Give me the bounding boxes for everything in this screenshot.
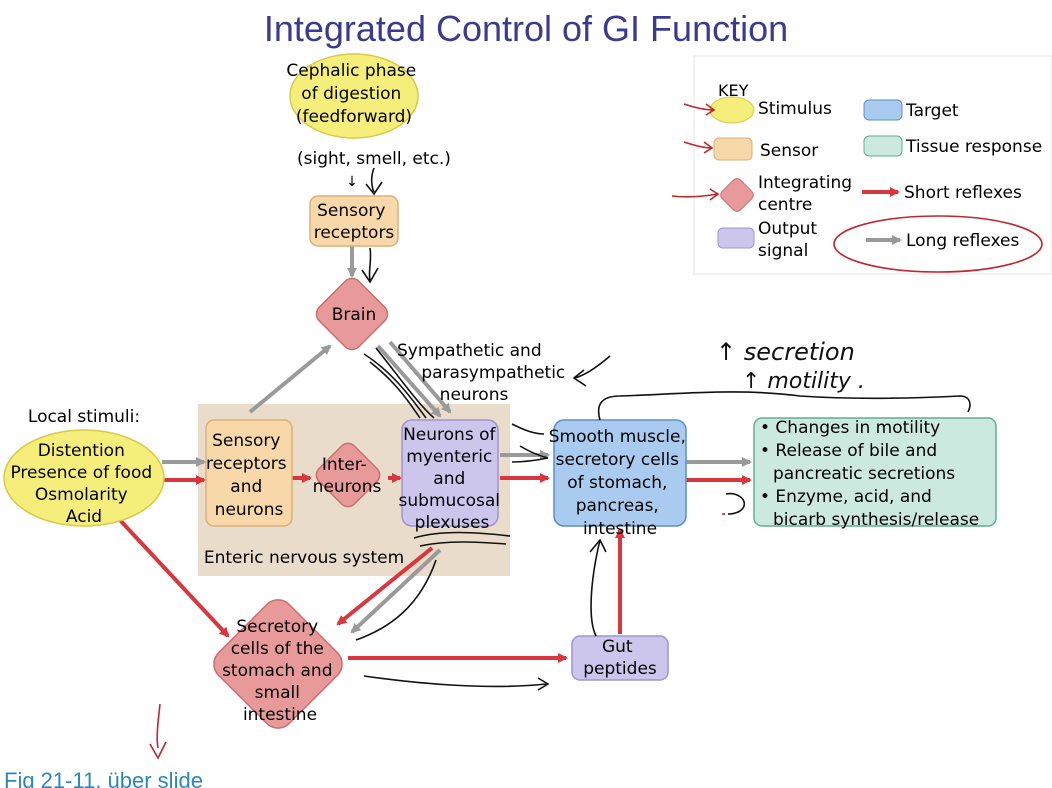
brain-label: Brain xyxy=(332,305,377,325)
legend-tissue-swatch xyxy=(863,135,903,157)
interneurons-diamond xyxy=(315,442,381,508)
legend-stimulus-swatch xyxy=(709,96,755,124)
legend-tissue: Tissue response xyxy=(905,137,1042,157)
legend-target: Target xyxy=(905,101,959,121)
ink-arrow-top xyxy=(365,167,383,196)
ink-arrow-autonomic xyxy=(572,355,611,387)
ink-scribble-smooth xyxy=(511,423,549,463)
cephalic-stimulus-ellipse xyxy=(289,53,419,139)
legend-sensor: Sensor xyxy=(760,141,818,161)
sensory-receptors-top xyxy=(309,195,399,247)
legend-output-swatch xyxy=(717,227,755,249)
gut-peptides xyxy=(571,635,669,681)
ink-curve-gut xyxy=(363,675,550,691)
sensory-receptors-neurons xyxy=(205,419,293,527)
ink-scribble-plexus xyxy=(413,531,511,547)
tissue-response-list: • Changes in motility • Release of bile … xyxy=(760,418,979,530)
legend: KEY Stimulus Sensor Integrating centre O… xyxy=(693,55,1052,275)
autonomic-neurons-label: Sympathetic and parasympathetic neurons xyxy=(397,341,571,405)
legend-output: Output signal xyxy=(758,219,822,261)
secretory-cells-label: Secretory cells of the stomach and small… xyxy=(222,617,338,725)
cephalic-stimulus-label: Cephalic phase of digestion (feedforward… xyxy=(286,61,421,127)
local-stimuli-list: Distention Presence of food Osmolarity A… xyxy=(10,441,157,527)
legend-short: Short reflexes xyxy=(904,183,1022,203)
target-cells-label: Smooth muscle, secretory cells of stomac… xyxy=(549,427,692,539)
plexus-neurons xyxy=(401,419,499,527)
ink-arrow-sensory xyxy=(361,247,379,284)
ink-curve-secretory xyxy=(355,559,437,641)
ink-curve-target xyxy=(589,538,607,637)
ink-arrow-stimulus xyxy=(683,103,716,116)
plexus-neurons-label: Neurons of myenteric and submucosal plex… xyxy=(399,425,506,533)
short-reflex-arrows xyxy=(116,473,752,663)
legend-stimulus: Stimulus xyxy=(758,99,832,119)
legend-integrating-swatch xyxy=(720,178,754,212)
sensory-receptors-neurons-label: Sensory receptors and neurons xyxy=(206,431,292,520)
ink-arrow-sensor xyxy=(683,141,714,154)
legend-integrating: Integrating centre xyxy=(758,173,857,215)
red-ink-marks xyxy=(149,103,1043,760)
cephalic-note: (sight, smell, etc.) xyxy=(297,149,451,169)
ink-scribble-neurons xyxy=(363,347,435,419)
legend-long: Long reflexes xyxy=(906,231,1019,251)
long-reflex-arrows xyxy=(162,246,752,634)
ink-arrow-integrating xyxy=(671,188,720,201)
ink-brace xyxy=(597,391,971,421)
page-title: Integrated Control of GI Function xyxy=(263,8,789,49)
brain-diamond xyxy=(315,277,389,351)
target-cells xyxy=(553,419,687,527)
ink-check-mark xyxy=(149,703,167,760)
ink-motility: ↑ motility . xyxy=(742,369,865,394)
enteric-system-label: Enteric nervous system xyxy=(204,548,404,568)
secretory-cells-diamond xyxy=(213,599,343,729)
ink-curve-response xyxy=(725,492,746,515)
legend-sensor-swatch xyxy=(713,137,753,161)
black-ink-marks xyxy=(355,167,971,691)
interneurons-label: Inter- neurons xyxy=(313,455,382,497)
legend-target-swatch xyxy=(863,99,903,121)
tissue-response-box xyxy=(753,417,997,527)
ink-secretion: ↑ secretion xyxy=(716,338,855,366)
local-stimuli-ellipse xyxy=(3,429,165,527)
figure-footer: Fig 21-11, über slide xyxy=(4,768,203,788)
local-stimuli-heading: Local stimuli: xyxy=(28,407,140,427)
legend-heading: KEY xyxy=(718,81,749,100)
ink-circle-long-reflexes xyxy=(833,215,1043,273)
cephalic-small-arrow: ↓ xyxy=(346,174,358,190)
sensory-receptors-top-label: Sensory receptors xyxy=(314,201,395,243)
gut-peptides-label: Gut peptides xyxy=(583,637,657,679)
